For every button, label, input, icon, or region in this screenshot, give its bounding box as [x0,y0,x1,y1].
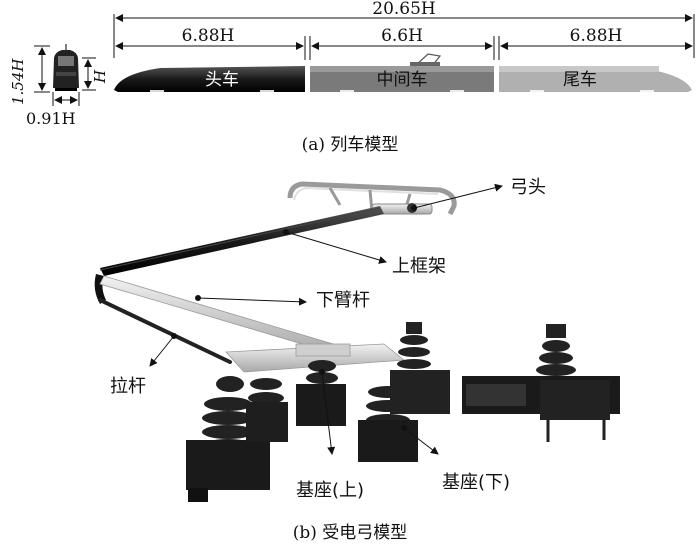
upper-frame-label: 上框架 [392,256,446,277]
insulator-front-left [186,376,270,502]
head-length-label: 6.88H [182,26,235,46]
front-h-label: H [91,69,109,84]
base-lower-label: 基座(下) [442,472,510,493]
lower-arm-label: 下臂杆 [316,290,370,311]
pull-rod-label: 拉杆 [110,376,146,397]
front-width-label: 0.91H [26,109,76,128]
callouts [149,183,503,455]
bow-head-label: 弓头 [510,177,546,198]
tail-car-label: 尾车 [563,70,597,90]
insulator-far-right [462,324,620,442]
train-model: 1.54H H 0.91H 20.65H [9,0,695,155]
total-length-dimension: 20.65H [113,0,695,58]
insulator-right-tall [358,322,450,462]
bow-head [287,181,457,216]
insulator-back-left [246,378,288,442]
caption-a: (a) 列车模型 [302,135,399,155]
train-side-view: 头车 中间车 尾车 [114,53,692,93]
insulators [186,322,620,502]
mid-length-label: 6.6H [381,26,423,46]
tail-car-body [499,66,692,92]
middle-car-body [310,66,494,92]
segment-dimensions: 6.88H 6.6H 6.88H [115,26,693,60]
train-front-view: 1.54H H 0.91H [9,44,109,128]
total-length-label: 20.65H [372,0,436,19]
head-car-label: 头车 [205,70,239,90]
middle-car-label: 中间车 [377,70,428,90]
upper-frame [100,206,384,276]
caption-b: (b) 受电弓模型 [293,523,408,543]
pull-rod [98,298,232,364]
front-height-label: 1.54H [9,58,27,105]
tail-length-label: 6.88H [570,26,623,46]
base-upper-label: 基座(上) [296,480,364,501]
insulator-center [296,360,346,426]
head-car-body [114,66,305,92]
pantograph-model: 弓头 上框架 下臂杆 拉杆 基座(上) 基座(下) (b) 受电弓模型 [94,177,620,543]
